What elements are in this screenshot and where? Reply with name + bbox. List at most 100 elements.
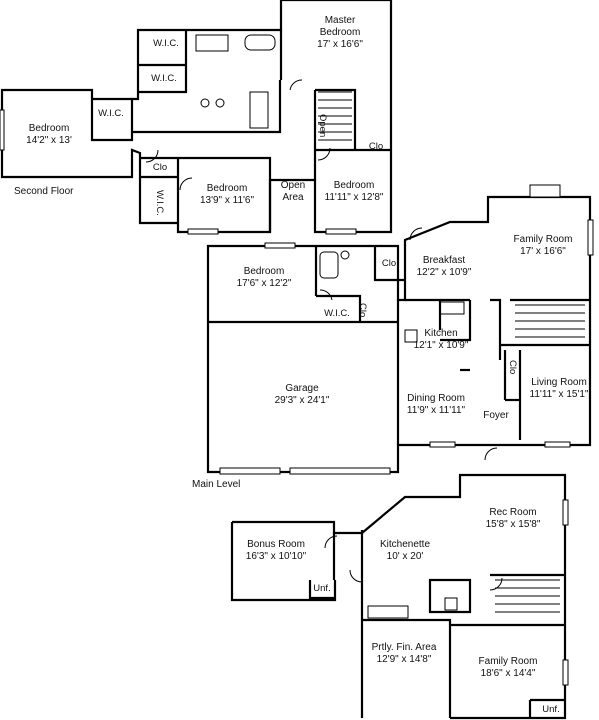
room-dimensions: 11'11" x 15'1"	[529, 389, 589, 400]
room-master-bedroom: Master Bedroom 17' x 16'6"	[317, 15, 363, 51]
main-level-title: Main Level	[192, 479, 241, 490]
room-name: Bedroom	[243, 266, 285, 277]
room-dimensions: 18'6" x 14'4"	[480, 668, 536, 679]
door	[489, 577, 503, 591]
room-dimensions: 17' x 16'6"	[520, 246, 566, 257]
room-dimensions: 14'2" x 13'	[26, 135, 72, 146]
room-wic-west: W.I.C.	[98, 108, 124, 119]
wall	[230, 522, 337, 602]
stair-treads-lower	[495, 579, 560, 613]
fixtures	[195, 34, 465, 619]
window	[325, 228, 357, 235]
room-name: Kitchenette	[379, 539, 431, 550]
window	[562, 499, 569, 526]
room-rec-room: Rec Room 15'8" x 15'8"	[486, 507, 541, 531]
room-dimensions: 12'2" x 10'9"	[416, 267, 472, 278]
windows	[0, 109, 594, 686]
room-prtly-fin-area: Prtly. Fin. Area 12'9" x 14'8"	[372, 642, 437, 666]
room-name: Bedroom	[333, 180, 375, 191]
room-dining-room: Dining Room 11'9" x 11'11"	[407, 393, 465, 417]
room-bedroom-east: Bedroom 11'11" x 12'8"	[325, 180, 384, 204]
wall	[140, 156, 272, 232]
door	[484, 447, 498, 461]
wall	[440, 300, 472, 342]
kitchen-sink	[439, 301, 465, 315]
room-name: Bedroom	[319, 27, 361, 38]
window	[0, 109, 5, 151]
sink	[200, 98, 210, 108]
room-clo-main: Clo	[381, 258, 397, 269]
wall	[315, 88, 357, 135]
room-dimensions: 12'1" x 10'9"	[413, 340, 469, 351]
window	[562, 659, 569, 686]
door	[349, 569, 363, 583]
window	[187, 228, 219, 235]
door	[319, 289, 333, 301]
main-level-outline	[206, 195, 592, 474]
counter	[367, 605, 409, 619]
room-breakfast: Breakfast 12'2" x 10'9"	[417, 255, 472, 279]
door	[409, 227, 423, 241]
room-clo-small: Clo	[357, 303, 368, 318]
room-foyer: Foyer	[483, 410, 509, 421]
shower	[249, 91, 269, 129]
room-name: Garage	[285, 383, 319, 394]
room-name: Open	[280, 180, 306, 191]
room-name: Living Room	[531, 377, 587, 388]
stairs	[318, 91, 585, 613]
room-name: Family Room	[513, 234, 573, 245]
window	[544, 441, 571, 448]
stair-treads-main	[515, 304, 585, 338]
room-unf-2: Unf.	[542, 704, 560, 715]
lower-level-outline	[232, 473, 567, 720]
room-kitchenette: Kitchenette 10' x 20'	[380, 539, 430, 563]
room-name: Dining Room	[407, 393, 465, 404]
wall	[132, 80, 282, 134]
bathtub	[319, 251, 339, 279]
room-name: Rec Room	[489, 507, 537, 518]
room-name: Bonus Room	[247, 539, 305, 550]
room-clo-foyer: Clo	[507, 360, 518, 375]
room-wic-vertical: W.I.C.	[154, 190, 165, 216]
room-dimensions: 10' x 20'	[386, 551, 424, 562]
door	[289, 79, 303, 91]
room-bedroom-center: Bedroom 13'9" x 11'6"	[200, 183, 254, 207]
room-dimensions: 16'3" x 10'10"	[245, 551, 307, 562]
wall	[373, 246, 405, 282]
second-floor-outline	[0, 0, 393, 234]
room-living-room: Living Room 11'11" x 15'1"	[530, 377, 589, 401]
room-garage: Garage 29'3" x 24'1"	[275, 383, 330, 407]
room-unf-1: Unf.	[313, 583, 331, 594]
door	[324, 535, 338, 549]
room-family-room-main: Family Room 17' x 16'6"	[514, 234, 573, 258]
bathtub	[244, 34, 276, 51]
window	[429, 441, 456, 448]
room-dimensions: 12'9" x 14'8"	[376, 654, 432, 665]
room-wic-main: W.I.C.	[324, 308, 350, 319]
second-floor-title: Second Floor	[14, 186, 74, 197]
room-name: Bedroom	[28, 123, 70, 134]
shower	[195, 34, 229, 52]
open-label: Open	[317, 114, 328, 138]
room-name: Family Room	[478, 656, 538, 667]
room-dimensions: 11'11" x 12'8"	[324, 192, 384, 203]
wall	[138, 30, 188, 94]
room-wic-second: W.I.C.	[151, 73, 177, 84]
room-name: Bedroom	[206, 183, 248, 194]
room-clo-east: Clo	[368, 141, 384, 152]
room-bedroom-main: Bedroom 17'6" x 12'2"	[237, 266, 292, 290]
window	[264, 242, 296, 249]
room-name: Kitchen	[424, 328, 458, 339]
wall	[490, 298, 502, 360]
room-dimensions: 13'9" x 11'6"	[199, 195, 255, 206]
room-bonus-room: Bonus Room 16'3" x 10'10"	[246, 539, 306, 563]
sink	[215, 98, 225, 108]
fireplace	[529, 184, 561, 198]
room-wic-master: W.I.C.	[153, 38, 179, 49]
door	[317, 147, 331, 161]
doors	[145, 79, 503, 591]
room-dimensions: 15'8" x 15'8"	[485, 519, 541, 530]
